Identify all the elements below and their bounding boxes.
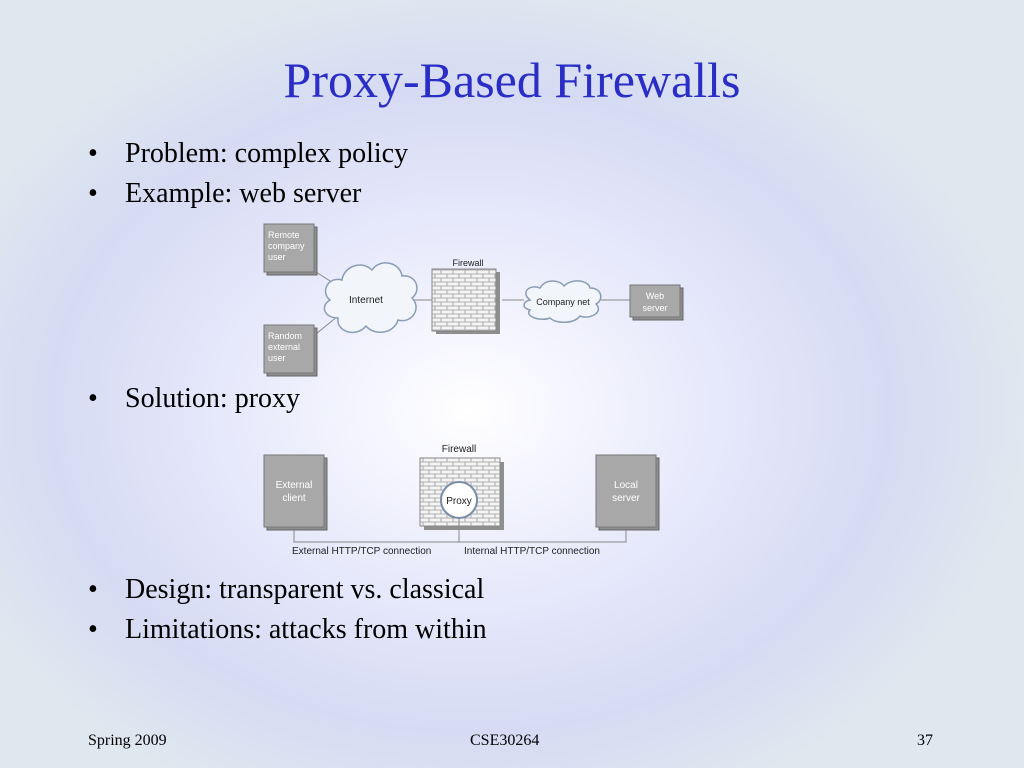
svg-text:client: client [282, 493, 306, 504]
network-diagram: Remote company user Random external user… [263, 223, 684, 377]
bullet-design: • Design: transparent vs. classical [88, 576, 484, 604]
connection-line [293, 518, 627, 543]
svg-text:Proxy: Proxy [446, 496, 472, 507]
internal-connection-label: Internal HTTP/TCP connection [464, 546, 600, 557]
bullet-marker: • [88, 383, 98, 414]
bullet-text: Design: transparent vs. classical [125, 574, 485, 605]
random-user-label-1: Random [268, 331, 302, 341]
bullet-marker: • [88, 614, 98, 645]
svg-text:server: server [642, 303, 667, 313]
svg-text:Local: Local [614, 480, 638, 491]
svg-text:Firewall: Firewall [452, 258, 483, 268]
svg-text:external: external [268, 342, 300, 352]
bullet-limitations: • Limitations: attacks from within [88, 616, 487, 644]
bullet-text: Example: web server [125, 178, 362, 209]
bullet-solution: • Solution: proxy [88, 385, 300, 413]
svg-text:Firewall: Firewall [442, 444, 476, 455]
external-client-label-1: External [276, 480, 313, 491]
remote-user-label-2: company [268, 241, 305, 251]
bullet-text: Solution: proxy [125, 383, 301, 414]
firewall-icon: Firewall [431, 258, 500, 334]
remote-user-label-3: user [268, 252, 286, 262]
link-line [315, 315, 339, 335]
svg-text:External: External [276, 480, 313, 491]
external-client-label-2: client [282, 493, 306, 504]
company-net-cloud-icon: Company net [523, 280, 602, 323]
bullet-text: Problem: complex policy [125, 138, 409, 169]
internet-cloud-icon: Internet [323, 262, 418, 334]
svg-text:Random: Random [268, 331, 302, 341]
web-server-box: Web server [629, 284, 684, 321]
bullet-problem: • Problem: complex policy [88, 140, 408, 168]
local-server-label-1: Local [614, 480, 638, 491]
remote-user-label-1: Remote [268, 230, 300, 240]
bullet-marker: • [88, 574, 98, 605]
svg-text:Internal HTTP/TCP connection: Internal HTTP/TCP connection [464, 546, 600, 557]
random-user-label-3: user [268, 353, 286, 363]
remote-user-box: Remote company user [263, 223, 318, 276]
firewall-label: Firewall [452, 258, 483, 268]
svg-text:company: company [268, 241, 305, 251]
proxy-diagram: External client Firewall Proxy Local ser… [263, 444, 660, 557]
internet-label: Internet [349, 295, 383, 306]
svg-text:user: user [268, 252, 286, 262]
proxy-label: Proxy [446, 496, 472, 507]
web-server-label-2: server [642, 303, 667, 313]
bullet-marker: • [88, 138, 98, 169]
local-server-label-2: server [612, 493, 640, 504]
footer-date: Spring 2009 [88, 732, 167, 749]
random-user-box: Random external user [263, 324, 318, 377]
bullet-marker: • [88, 178, 98, 209]
svg-text:Company net: Company net [536, 297, 590, 307]
company-net-label: Company net [536, 297, 590, 307]
firewall-label: Firewall [442, 444, 476, 455]
bullet-text: Limitations: attacks from within [125, 614, 487, 645]
external-client-box: External client [263, 454, 328, 531]
svg-text:Web: Web [646, 291, 664, 301]
proxy-node: Proxy [440, 481, 478, 519]
svg-text:Remote: Remote [268, 230, 300, 240]
svg-text:External HTTP/TCP connection: External HTTP/TCP connection [292, 546, 431, 557]
slide-number: 37 [917, 732, 933, 749]
svg-text:Internet: Internet [349, 295, 383, 306]
slide-title: Proxy-Based Firewalls [283, 52, 741, 108]
svg-text:user: user [268, 353, 286, 363]
external-connection-label: External HTTP/TCP connection [292, 546, 431, 557]
svg-text:server: server [612, 493, 640, 504]
local-server-box: Local server [595, 454, 660, 531]
bullet-example: • Example: web server [88, 180, 361, 208]
random-user-label-2: external [268, 342, 300, 352]
web-server-label-1: Web [646, 291, 664, 301]
footer-course: CSE30264 [470, 732, 540, 749]
